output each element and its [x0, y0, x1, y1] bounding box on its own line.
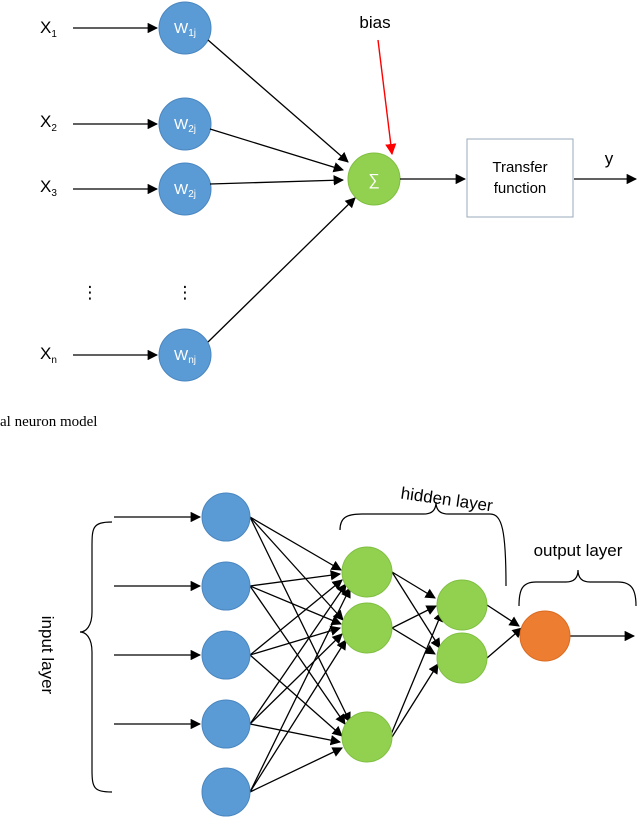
output-label-y: y	[605, 149, 614, 168]
weight-node-1: W1j	[158, 1, 212, 55]
hidden1-to-hidden2-connections	[389, 571, 444, 738]
weight-node-3: W2j	[158, 162, 212, 216]
hidden1-node-1	[341, 546, 393, 598]
transfer-label-line2: function	[494, 180, 547, 197]
bias-arrow	[377, 39, 397, 156]
transfer-label-line1: Transfer	[492, 159, 547, 176]
input-node-4	[201, 699, 251, 749]
input-node-2	[201, 561, 251, 611]
input-ellipsis: ⋮	[82, 283, 99, 302]
input-label-x1: X1	[40, 18, 57, 40]
hidden2-to-output-edge-2	[486, 627, 523, 659]
weight-label-3: W2j	[174, 181, 196, 200]
hidden-layer-label: hidden layer	[400, 484, 495, 516]
hidden1-node-2	[341, 602, 393, 654]
weight-label-1: W1j	[174, 20, 196, 39]
weight-node-n: Wnj	[158, 328, 212, 382]
weight-edge-n	[207, 197, 356, 343]
transfer-function-box: Transfer function	[466, 138, 574, 218]
hidden-layer-brace	[339, 501, 507, 587]
output-layer-brace	[518, 569, 637, 607]
input-layer-brace	[79, 521, 113, 793]
input-node-1	[201, 492, 251, 542]
sum-symbol: ∑	[368, 172, 379, 189]
hidden2-node-1	[436, 579, 488, 631]
input-to-hidden1-connections	[249, 516, 351, 793]
hidden2-node-2	[436, 632, 488, 684]
weight-edge-1	[207, 39, 349, 163]
network-diagram: input layer hidden layer output layer	[38, 484, 637, 817]
input-label-x2: X2	[40, 112, 57, 134]
input-node-3	[201, 630, 251, 680]
weight-edge-3	[209, 175, 345, 186]
weight-node-2: W2j	[158, 97, 212, 151]
weight-label-n: Wnj	[174, 347, 196, 366]
hidden1-node-3	[341, 711, 393, 763]
output-node	[519, 610, 571, 662]
input-label-x3: X3	[40, 177, 57, 199]
caption: al neuron model	[0, 414, 97, 430]
hidden2-to-output-edge-1	[486, 604, 520, 627]
input-layer-label: input layer	[38, 616, 57, 695]
neuron-model: X1 X2 X3 Xn W1j W2j W2j Wnj ⋮ ⋮	[0, 1, 638, 430]
weight-ellipsis: ⋮	[177, 283, 194, 302]
summation-node: ∑	[347, 152, 401, 206]
input-label-xn: Xn	[40, 344, 57, 366]
input-node-5	[201, 767, 251, 817]
weight-edge-2	[209, 128, 344, 173]
bias-label: bias	[359, 13, 390, 32]
weight-label-2: W2j	[174, 116, 196, 135]
output-layer-label: output layer	[534, 541, 623, 560]
